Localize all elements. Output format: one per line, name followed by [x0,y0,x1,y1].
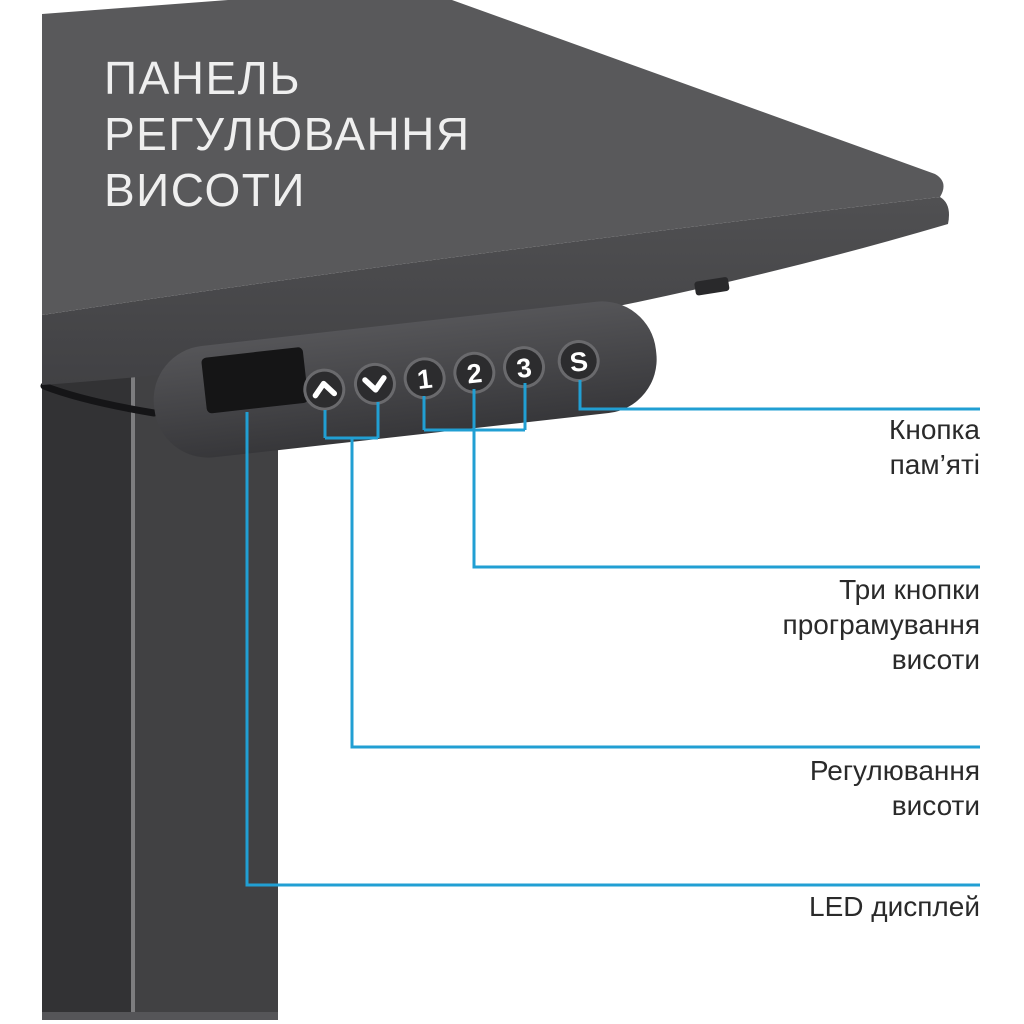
callout-line-memory-button [578,380,980,411]
button-face [560,343,597,380]
desk-leg-side-face [42,340,131,1020]
callout-label-preset-buttons: Три кнопки програмування висоти [782,574,980,675]
desk-leg-bottom-cap [42,1012,278,1020]
button-face [306,371,343,408]
desk-top [42,0,949,385]
button-face [506,349,543,386]
button-face [456,354,493,391]
control-panel: 1 2 3 S [153,301,657,458]
cable-connector [694,277,730,296]
desk-surface [42,0,944,315]
button-face [406,360,443,397]
callout-label-memory-button: Кнопка пам’яті [889,414,980,480]
button-preset-2-label: 2 [465,358,483,389]
callout-line-preset-buttons [422,383,980,569]
callout-label-led-display: LED дисплей [809,891,980,922]
button-memory: S [557,340,600,383]
button-down [353,362,396,405]
button-preset-3-label: 3 [515,352,533,383]
page-title: ПАНЕЛЬ РЕГУЛЮВАННЯ ВИСОТИ [104,52,471,216]
led-display [201,347,309,414]
power-cable [40,382,158,417]
button-up [303,368,346,411]
callout-lines [245,380,980,887]
callout-line-led-display [245,412,980,887]
button-preset-1: 1 [403,357,446,400]
button-memory-label: S [568,346,589,378]
button-preset-2: 2 [453,351,496,394]
callout-line-height-adjust [323,402,980,749]
button-preset-1-label: 1 [416,364,434,395]
button-preset-3: 3 [503,346,546,389]
chevron-down-icon [362,375,387,393]
chevron-up-icon [312,380,338,399]
desk-leg-corner-highlight [131,340,135,1020]
button-face [356,365,393,402]
callout-label-height-adjust: Регулювання висоти [809,755,980,821]
desk-front-edge [42,197,949,385]
